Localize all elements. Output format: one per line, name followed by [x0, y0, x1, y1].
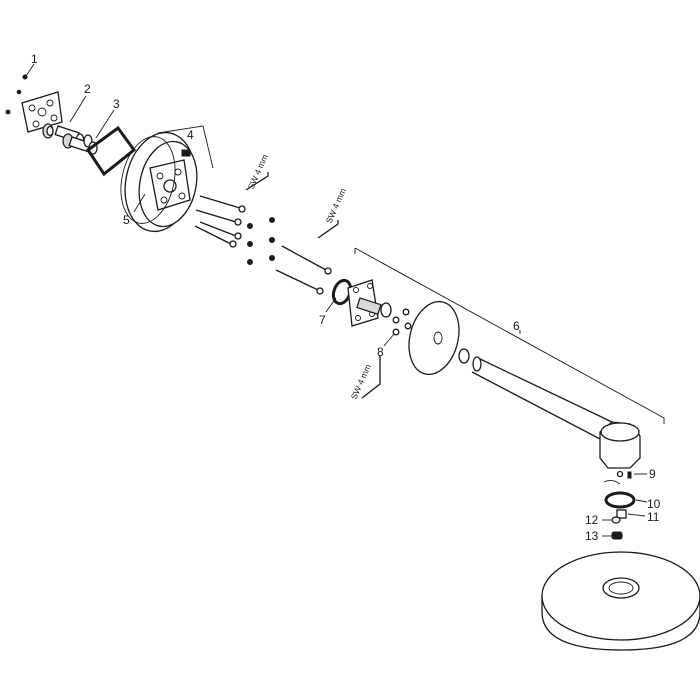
wall-bracket	[347, 279, 392, 327]
part-3-seals	[83, 125, 137, 177]
allen-key-3	[361, 356, 381, 399]
part-12-nut	[611, 516, 621, 524]
callout-11: 11	[647, 510, 660, 524]
callout-7: 7	[319, 313, 326, 327]
part-11-nipple	[616, 509, 627, 519]
callout-6: 6	[513, 319, 520, 333]
part-1-screw-dots	[5, 74, 28, 115]
part-6-shower-arm	[408, 300, 641, 469]
callout-13: 13	[585, 529, 599, 543]
callout-3: 3	[113, 97, 120, 111]
callout-10: 10	[647, 497, 661, 511]
callout-leaders	[25, 63, 648, 537]
callout-12: 12	[585, 513, 599, 527]
callout-9: 9	[649, 467, 656, 481]
long-screws-group-2	[275, 245, 332, 295]
long-screws-group-1	[194, 195, 246, 248]
tool-label-1: SW 4 mm	[246, 153, 270, 191]
part-5-seal-ring	[120, 136, 176, 224]
callout-8: 8	[377, 345, 384, 359]
part-4-wall-box	[124, 131, 198, 233]
rain-shower-head	[541, 551, 700, 651]
part-10-oring	[604, 491, 636, 509]
part-2-nipples	[42, 123, 92, 153]
mounting-gasket-plate	[21, 91, 63, 133]
allen-key-1	[245, 172, 269, 191]
callout-4: 4	[187, 128, 194, 142]
callout-2: 2	[84, 82, 91, 96]
small-dots-middle	[247, 217, 275, 265]
part-8-screws	[392, 308, 412, 336]
part-13-filter	[611, 531, 623, 540]
callout-1: 1	[31, 52, 38, 66]
tool-label-2: SW 4 mm	[324, 187, 348, 225]
callout-5: 5	[123, 213, 130, 227]
allen-key-2	[317, 220, 339, 239]
part-9-clip	[603, 470, 632, 485]
